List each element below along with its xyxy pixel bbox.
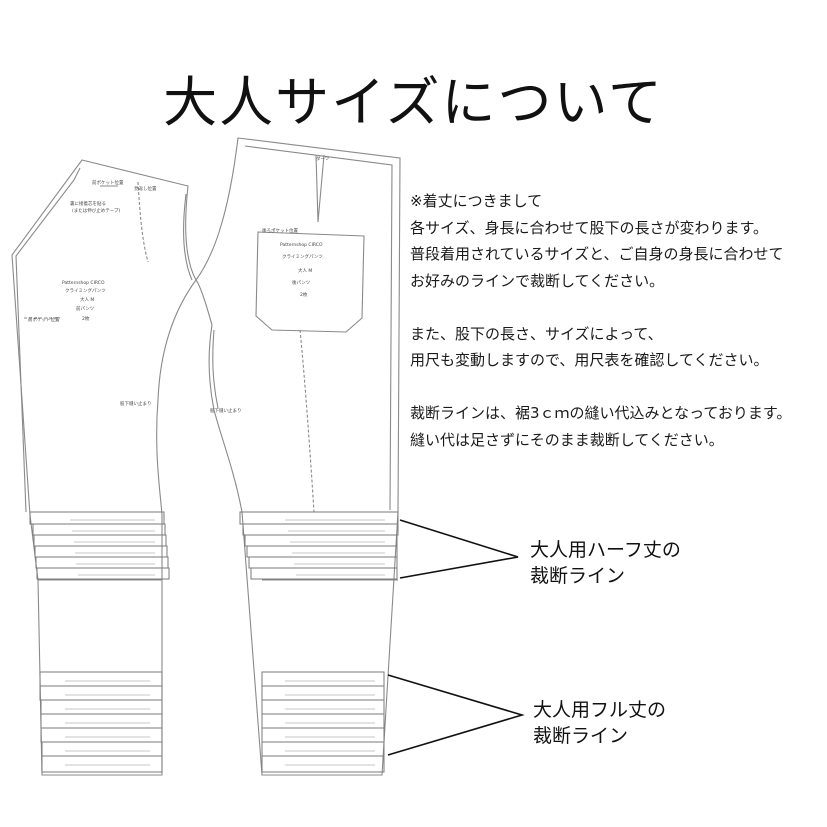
label-front-pocket: 前ポケット位置	[92, 179, 124, 186]
note-line: また、股下の長さ、サイズによって、	[410, 324, 663, 343]
label-dart: ダーツ	[316, 155, 330, 162]
label-shop: Patternshop CIRCO	[62, 280, 105, 286]
label-back-size: 大人 M	[298, 267, 312, 274]
full-length-callout: 大人用フル丈の 裁断ライン	[533, 697, 666, 749]
note-line: お好みのラインで裁断してください。	[410, 271, 665, 290]
label-back-product: クライミングパンツ	[282, 253, 323, 260]
label-front-note-2: (または伸び止めテープ)	[72, 207, 120, 214]
full-cut-lines-back	[261, 671, 385, 773]
front-pants-piece	[11, 159, 197, 776]
full-callout-line1: 大人用フル丈の	[533, 699, 667, 721]
note-line: 用尺も変動しますので、用尺表を確認してください。	[410, 351, 769, 369]
label-inseam-end: 股下縫い止まり	[120, 400, 152, 407]
label-back-shop: Patternshop CIRCO	[280, 242, 323, 248]
page-title: 大人サイズについて	[163, 71, 664, 135]
label-back-pocket: 後ろポケット位置	[262, 227, 298, 234]
back-pocket	[255, 231, 365, 333]
note-line: ※着丈につきまして	[410, 192, 543, 210]
label-back-inseam-end: 股下縫い止まり	[210, 407, 242, 414]
note-line: 縫い代は足さずにそのまま裁断してください。	[410, 430, 724, 449]
front-pants-inner-line	[15, 167, 193, 513]
label-size: 大人 M	[80, 296, 94, 303]
full-cut-lines-front	[39, 671, 163, 773]
label-back-count: 2枚	[300, 291, 308, 298]
label-side-pocket: 前ポケット位置	[28, 316, 60, 323]
label-front-note-1: 裏に接着芯を貼る	[70, 200, 106, 207]
half-callout-line1: 大人用ハーフ丈の	[530, 539, 681, 561]
half-cut-lines-front	[29, 511, 170, 580]
note-line: 裁断ラインは、裾3ｃｍの縫い代込みとなっております。	[410, 404, 792, 422]
half-length-callout: 大人用ハーフ丈の 裁断ライン	[530, 537, 681, 589]
label-fly: 見返し位置	[134, 185, 157, 192]
length-notes: ※着丈につきまして 各サイズ、身長に合わせて股下の長さが変わります。 普段着用さ…	[410, 188, 820, 453]
label-front-part: 前パンツ	[76, 305, 95, 312]
full-callout-line2: 裁断ライン	[533, 725, 629, 747]
full-callout-pointer	[387, 674, 525, 756]
back-pants-piece	[195, 137, 401, 776]
half-callout-line2: 裁断ライン	[530, 565, 626, 587]
half-callout-pointer	[399, 519, 519, 579]
half-cut-lines-back	[239, 511, 399, 580]
back-pants-inner-line	[212, 145, 393, 511]
label-product: クライミングパンツ	[65, 287, 106, 294]
label-front-count: 2枚	[82, 315, 90, 322]
note-line: 普段着用されているサイズと、ご自身の身長に合わせて	[410, 245, 784, 263]
note-line: 各サイズ、身長に合わせて股下の長さが変わります。	[410, 218, 769, 237]
label-back-part: 後パンツ	[292, 279, 311, 286]
